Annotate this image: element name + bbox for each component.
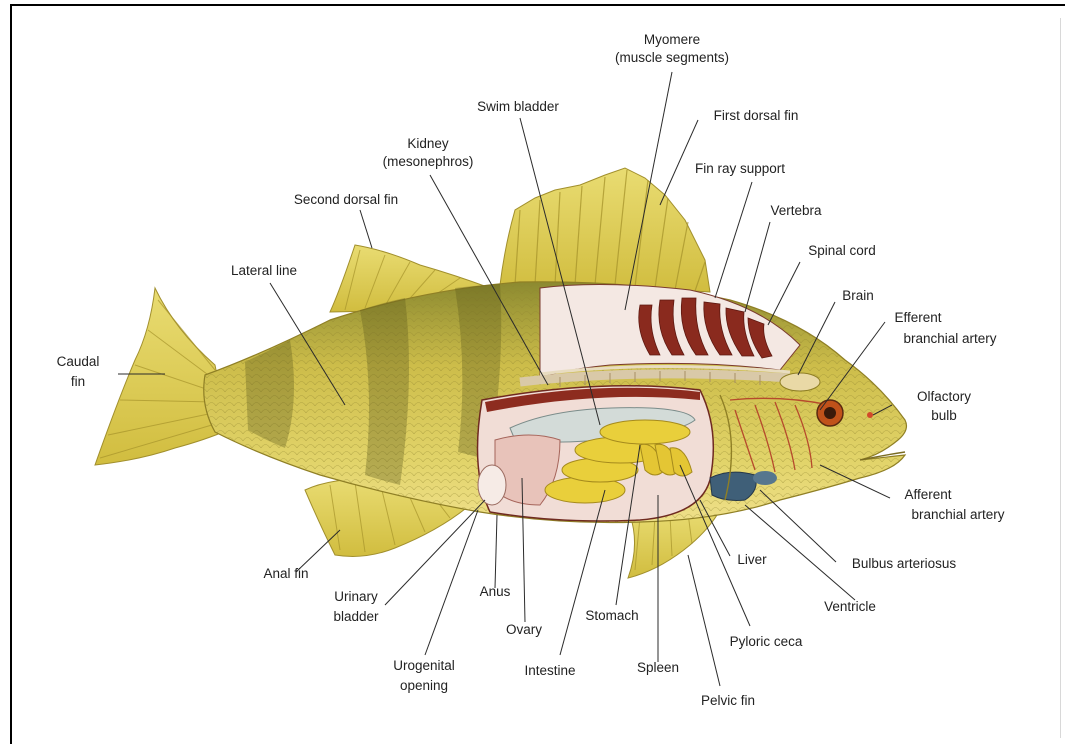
label-myomere: Myomere — [644, 32, 700, 47]
olfactory-bulb-shape — [867, 412, 873, 418]
label-caudal: Caudal — [57, 354, 100, 369]
urinary-bladder-shape — [478, 465, 506, 505]
label-vertebra: Vertebra — [770, 203, 822, 218]
pupil-shape — [824, 407, 836, 419]
label-urinary-sub: bladder — [333, 609, 379, 624]
label-kidney: Kidney — [407, 136, 449, 151]
label-urogenital: Urogenital — [393, 658, 455, 673]
label-caudal-sub: fin — [71, 374, 85, 389]
label-spleen: Spleen — [637, 660, 679, 675]
label-anal-fin: Anal fin — [263, 566, 308, 581]
label-swim-bladder: Swim bladder — [477, 99, 559, 114]
label-ovary: Ovary — [506, 622, 542, 637]
fish-illustration — [95, 168, 906, 578]
label-first-dorsal-fin: First dorsal fin — [714, 108, 799, 123]
label-kidney-sub: (mesonephros) — [383, 154, 474, 169]
label-intestine: Intestine — [524, 663, 575, 678]
label-urogenital-sub: opening — [400, 678, 448, 693]
label-liver: Liver — [737, 552, 767, 567]
label-stomach: Stomach — [585, 608, 638, 623]
label-efferent-sub: branchial artery — [903, 331, 996, 346]
label-pelvic-fin: Pelvic fin — [701, 693, 755, 708]
label-afferent-sub: branchial artery — [911, 507, 1004, 522]
label-second-dorsal-fin: Second dorsal fin — [294, 192, 398, 207]
brain-shape — [780, 373, 820, 391]
label-urinary: Urinary — [334, 589, 378, 604]
label-olfactory-sub: bulb — [931, 408, 957, 423]
label-myomere-sub: (muscle segments) — [615, 50, 729, 65]
label-olfactory: Olfactory — [917, 389, 971, 404]
label-anus: Anus — [480, 584, 511, 599]
label-brain: Brain — [842, 288, 874, 303]
label-lateral-line: Lateral line — [231, 263, 297, 278]
label-afferent: Afferent — [904, 487, 951, 502]
label-bulbus-arteriosus: Bulbus arteriosus — [852, 556, 957, 571]
bulbus-shape — [753, 471, 777, 485]
label-spinal-cord: Spinal cord — [808, 243, 876, 258]
label-efferent: Efferent — [894, 310, 941, 325]
label-pyloric-ceca: Pyloric ceca — [730, 634, 803, 649]
heart-shape — [710, 472, 756, 500]
label-ventricle: Ventricle — [824, 599, 876, 614]
label-fin-ray-support: Fin ray support — [695, 161, 785, 176]
